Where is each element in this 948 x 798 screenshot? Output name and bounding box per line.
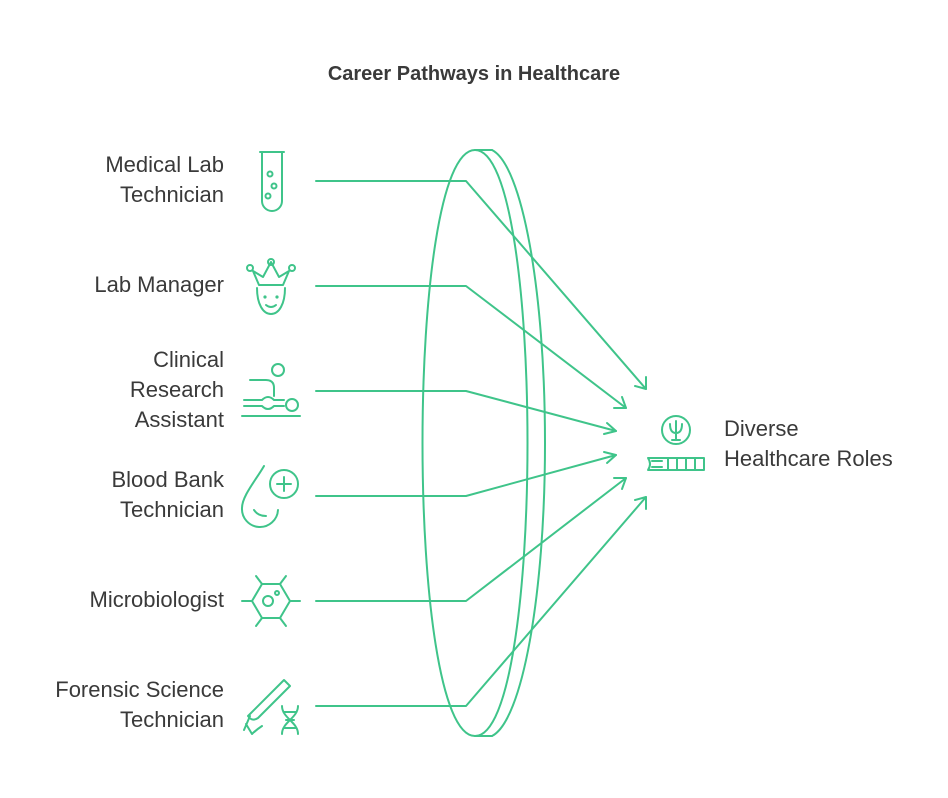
connector-microbiologist <box>315 477 627 602</box>
connector-blood-bank-technician <box>315 451 617 497</box>
cell-molecule-icon <box>241 575 301 627</box>
crowned-face-icon <box>246 258 296 315</box>
connector-lab-manager <box>315 285 627 409</box>
blood-drop-plus-icon <box>240 465 299 529</box>
test-tube-icon <box>259 151 285 212</box>
role-label-clinical-research-assistant: Clinical Research Assistant <box>129 347 224 432</box>
role-label-blood-bank-technician: Blood Bank Technician <box>111 467 224 522</box>
connector-clinical-research-assistant <box>315 390 617 435</box>
role-label-lab-manager: Lab Manager <box>94 272 224 297</box>
psi-caduceus-icon <box>647 415 705 471</box>
role-label-forensic-science-technician: Forensic Science Technician <box>55 677 224 732</box>
diagram-title: Career Pathways in Healthcare <box>327 63 621 85</box>
connector-lines <box>315 180 647 707</box>
scalpel-dna-icon <box>243 679 299 735</box>
lens-shape <box>421 149 546 737</box>
connector-forensic-science-technician <box>315 496 647 707</box>
role-label-medical-lab-technician: Medical Lab Technician <box>105 152 224 207</box>
target-label-diverse-healthcare-roles: Diverse Healthcare Roles <box>724 416 893 471</box>
role-label-microbiologist: Microbiologist <box>89 587 225 612</box>
patient-on-bed-icon <box>241 363 301 417</box>
connector-medical-lab-technician <box>315 180 647 390</box>
